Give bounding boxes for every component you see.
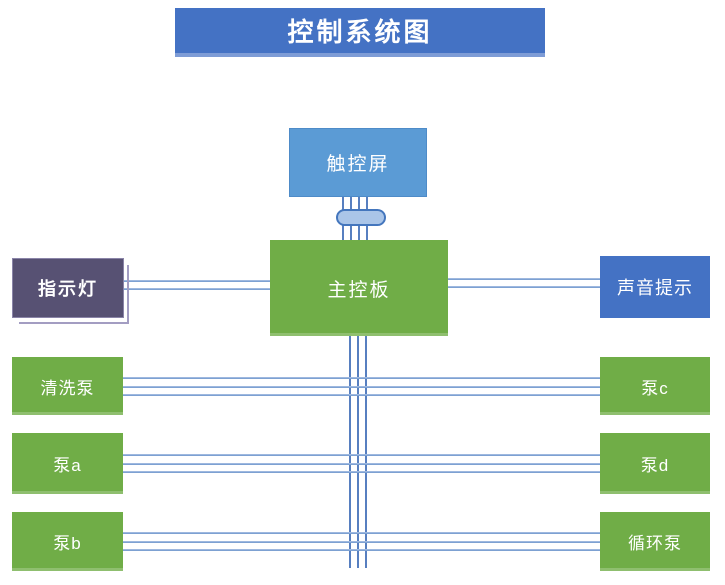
node-touchscreen: 触控屏 xyxy=(289,128,427,197)
node-cleaning-pump: 清洗泵 xyxy=(12,357,123,415)
connector-line xyxy=(123,454,600,456)
pill-connector xyxy=(336,209,386,226)
connector-line xyxy=(124,280,270,282)
connector-line xyxy=(123,541,600,543)
connector-line xyxy=(123,549,600,551)
connector-line xyxy=(123,394,600,396)
connector-line xyxy=(124,288,270,290)
connector-line xyxy=(123,463,600,465)
diagram-title: 控制系统图 xyxy=(175,8,545,57)
node-sound-alert: 声音提示 xyxy=(600,256,710,318)
node-pump-a: 泵a xyxy=(12,433,123,494)
bus-line xyxy=(349,336,351,568)
connector-line xyxy=(448,286,600,288)
connector-line xyxy=(123,471,600,473)
connector-line xyxy=(448,278,600,280)
node-pump-c: 泵c xyxy=(600,357,710,415)
node-pump-b: 泵b xyxy=(12,512,123,571)
node-pump-d: 泵d xyxy=(600,433,710,494)
node-circulation-pump: 循环泵 xyxy=(600,512,710,571)
node-indicator-light: 指示灯 xyxy=(12,258,129,324)
bus-line xyxy=(365,336,367,568)
node-main-board: 主控板 xyxy=(270,240,448,336)
bus-line xyxy=(357,336,359,568)
connector-line xyxy=(123,377,600,379)
connector-line xyxy=(123,532,600,534)
connector-line xyxy=(123,386,600,388)
